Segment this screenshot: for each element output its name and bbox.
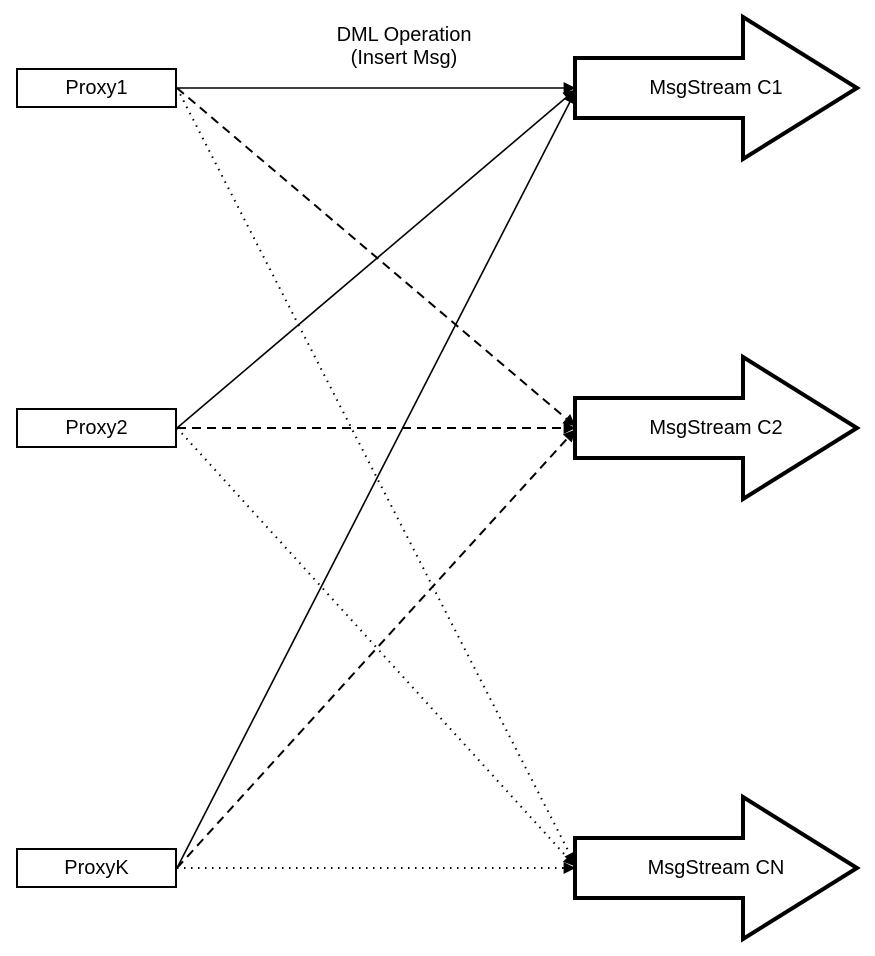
msgstream-cn-arrow-shape xyxy=(573,793,861,943)
proxy1-label: Proxy1 xyxy=(65,76,128,99)
connector-proxy2-c1 xyxy=(176,89,576,429)
proxyk-node: ProxyK xyxy=(16,848,177,888)
connector-proxyk-c1 xyxy=(176,91,576,869)
proxyk-label: ProxyK xyxy=(64,856,129,879)
proxy2-label: Proxy2 xyxy=(65,416,128,439)
diagram-title-line1: DML Operation xyxy=(336,24,472,46)
msgstream-c1-arrow-shape xyxy=(573,13,861,163)
diagram-title-line2: (Insert Msg) xyxy=(350,47,458,69)
proxy2-node: Proxy2 xyxy=(16,408,177,448)
connector-proxy1-cn xyxy=(176,87,576,865)
diagram-title: DML Operation (Insert Msg) xyxy=(254,24,554,70)
proxy1-node: Proxy1 xyxy=(16,68,177,108)
connector-proxyk-c2 xyxy=(176,429,576,869)
msgstream-c2-arrow-shape xyxy=(573,353,861,503)
connector-proxy2-cn xyxy=(176,427,576,867)
connector-proxy1-c2 xyxy=(176,87,576,427)
